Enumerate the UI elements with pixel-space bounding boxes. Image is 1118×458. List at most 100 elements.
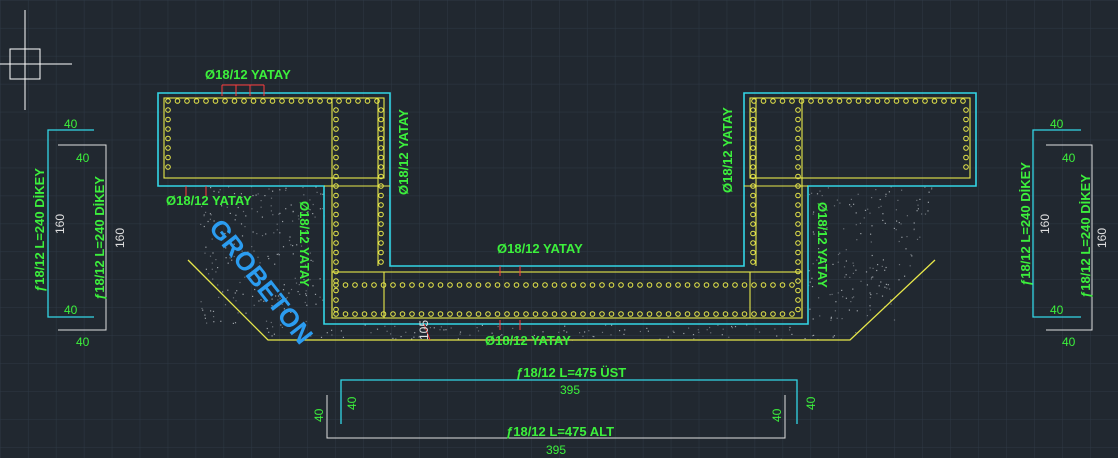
grobeton-speck [845, 249, 847, 251]
grobeton-speck [257, 193, 259, 195]
rebar-dot [485, 282, 491, 288]
grobeton-speck [203, 225, 205, 228]
grobeton-speck [279, 212, 281, 214]
grobeton-speck [818, 297, 820, 299]
grobeton-speck [780, 338, 782, 340]
rebar-dot [466, 282, 472, 288]
rebar-dot [795, 192, 801, 199]
rebar-dot [317, 98, 323, 104]
grobeton-speck [870, 241, 872, 243]
grobeton-speck [871, 197, 873, 199]
grobeton-speck [888, 191, 890, 193]
grobeton-speck [271, 305, 273, 307]
rebar-dot [447, 311, 453, 317]
rebar-dot [361, 311, 368, 317]
grobeton-speck [844, 276, 846, 278]
grobeton-speck [200, 223, 202, 225]
grobeton-speck [213, 220, 215, 222]
rebar-dot [789, 282, 795, 288]
grobeton-speck [278, 254, 280, 256]
grobeton-speck [864, 209, 867, 211]
grobeton-speck [305, 294, 307, 297]
grobeton-speck [301, 327, 303, 330]
grobeton-speck [871, 254, 873, 257]
rebar-dot [931, 98, 938, 104]
rebar-dot [618, 282, 624, 288]
grobeton-speck [731, 325, 733, 328]
rebar-dot [333, 230, 339, 237]
grobeton-speck [841, 289, 843, 291]
grobeton-speck [872, 267, 874, 269]
grobeton-speck [322, 299, 324, 301]
right-bar-bottom-a: 40 [1050, 303, 1064, 317]
rebar-dot [760, 98, 767, 104]
grobeton-speck [491, 332, 493, 334]
grobeton-speck [260, 200, 262, 202]
grobeton-outline [187, 259, 936, 341]
rebar-dot [795, 145, 801, 151]
grobeton-speck [789, 326, 791, 328]
grobeton-speck [290, 244, 292, 246]
rebar-dot [333, 287, 339, 294]
grobeton-speck [303, 279, 305, 281]
grobeton-speck [830, 317, 832, 319]
rebar-dot [750, 230, 756, 237]
grobeton-speck [812, 231, 814, 233]
rebar-dot [665, 282, 672, 288]
grobeton-speck [211, 262, 213, 264]
rebar-dot [485, 311, 491, 317]
grobeton-speck [917, 204, 919, 206]
grobeton-speck [897, 199, 899, 201]
grobeton-speck [316, 191, 318, 193]
grobeton-speck [831, 293, 833, 295]
grobeton-speck [268, 331, 270, 333]
grobeton-speck [927, 210, 929, 212]
grobeton-speck [731, 327, 733, 329]
grobeton-speck [459, 331, 462, 333]
grobeton-speck [866, 284, 868, 286]
rebar-dot [475, 311, 482, 317]
grobeton-speck [212, 227, 214, 229]
bottom-bar-left-b: 40 [345, 396, 359, 410]
left-wall-vertical-label: Ø18/12 YATAY [297, 201, 312, 287]
grobeton-speck [880, 281, 882, 283]
grobeton-speck [302, 232, 304, 234]
grobeton-speck [906, 236, 908, 238]
grobeton-speck [240, 247, 242, 249]
rebar-dot [789, 98, 795, 104]
grobeton-speck [414, 332, 416, 334]
grobeton-speck [879, 198, 881, 201]
rebar-dot [750, 192, 756, 199]
rebar-dot [241, 98, 247, 104]
grobeton-speck [255, 194, 257, 196]
grobeton-speck [867, 208, 869, 210]
rebar-dot [333, 126, 339, 132]
rebar-dot [378, 145, 384, 151]
rebar-dot [326, 98, 333, 104]
grobeton-speck [774, 328, 776, 330]
rebar-dot [646, 311, 653, 317]
grobeton-speck [331, 329, 333, 331]
grobeton-speck [876, 269, 878, 272]
rebar-dot [637, 311, 643, 317]
grobeton-speck [927, 201, 929, 203]
rebar-dot [336, 98, 342, 104]
rebar-dot [779, 282, 786, 288]
rebar-dot [963, 145, 969, 151]
grobeton-speck [215, 271, 217, 273]
grobeton-speck [253, 250, 255, 252]
grobeton-speck [931, 187, 933, 189]
grobeton-speck [305, 293, 307, 295]
rebar-dot [352, 311, 358, 317]
grobeton-speck [301, 211, 303, 213]
left-bar-height-b: 160 [113, 228, 127, 248]
grobeton-speck [305, 320, 307, 323]
left-bar-top-b: 40 [76, 151, 90, 165]
grobeton-speck [244, 226, 246, 228]
rebar-dot [795, 183, 801, 189]
grobeton-speck [924, 213, 927, 215]
grobeton-speck [872, 276, 874, 278]
rebar-dot [378, 240, 384, 246]
grobeton-speck [839, 252, 841, 254]
